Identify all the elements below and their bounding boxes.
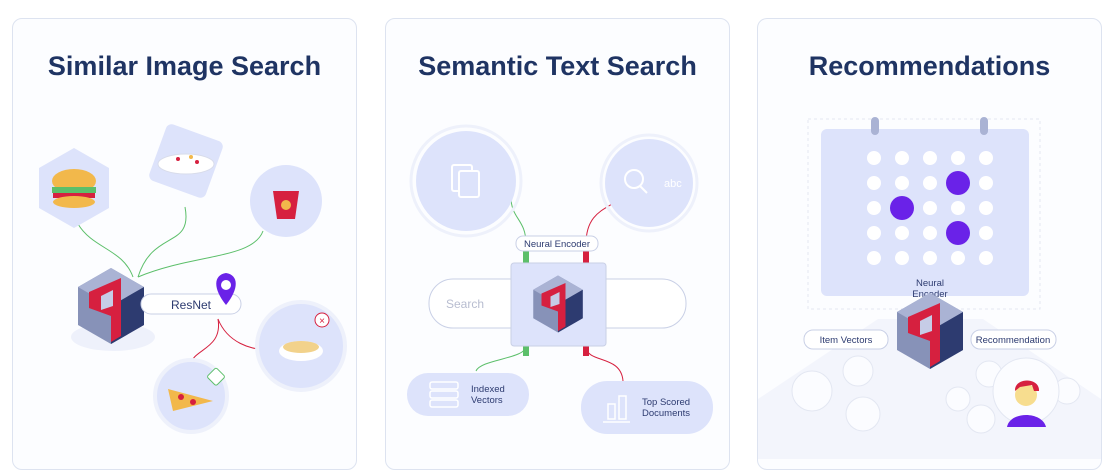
- percent-icon: [945, 386, 971, 412]
- day-dot: [951, 201, 965, 215]
- highlighted-day-dot: [890, 196, 914, 220]
- day-dot: [895, 176, 909, 190]
- day-dot: [979, 226, 993, 240]
- day-dot: [867, 226, 881, 240]
- day-dot: [923, 201, 937, 215]
- semantic-text-illustration: abc Neural Encoder Search Indexed Vector…: [407, 124, 713, 434]
- svg-text:abc: abc: [664, 178, 682, 190]
- svg-text:×: ×: [319, 316, 325, 327]
- resnet-label: ResNet: [171, 298, 212, 312]
- day-dot: [979, 251, 993, 265]
- reject-icon: [314, 312, 330, 328]
- card-title: Recommendations: [808, 51, 1051, 81]
- top-scored-pill: [581, 381, 713, 434]
- svg-text:Item Vectors: Item Vectors: [820, 335, 873, 346]
- svg-text:Recommendation: Recommendation: [976, 335, 1050, 346]
- day-dot: [867, 176, 881, 190]
- shirt-icon: [845, 396, 881, 432]
- item-vectors-pill: [803, 329, 889, 350]
- bar-chart-icon: [603, 395, 630, 423]
- svg-text:Documents: Documents: [642, 408, 690, 419]
- recommendation-pill: [970, 329, 1057, 350]
- card-similar-image-search[interactable]: Similar Image Search ResNet ×: [12, 18, 357, 470]
- day-dot: [951, 151, 965, 165]
- card-semantic-text-search[interactable]: Semantic Text Search abc Neural Encoder …: [385, 18, 730, 470]
- card-title: Similar Image Search: [47, 51, 322, 81]
- day-dot: [895, 226, 909, 240]
- highlighted-day-dot: [946, 221, 970, 245]
- svg-text:Top Scored: Top Scored: [642, 397, 690, 408]
- day-dot: [867, 151, 881, 165]
- recommendations-illustration: Neural Encoder Item Vectors Recommendati…: [758, 117, 1101, 459]
- highlighted-day-dot: [946, 171, 970, 195]
- day-dot: [923, 226, 937, 240]
- day-dot: [979, 151, 993, 165]
- svg-text:Neural: Neural: [916, 278, 944, 289]
- database-icon: [429, 381, 459, 408]
- user-avatar: [1007, 380, 1046, 427]
- day-dot: [867, 251, 881, 265]
- magnifier-icon: [624, 169, 644, 189]
- coins-icon: [842, 355, 874, 387]
- card-title: Semantic Text Search: [418, 51, 697, 81]
- day-dot: [979, 176, 993, 190]
- day-dot: [867, 201, 881, 215]
- day-dot: [923, 251, 937, 265]
- day-dot: [923, 151, 937, 165]
- day-dot: [979, 201, 993, 215]
- car-icon: [791, 370, 833, 412]
- svg-text:Neural Encoder: Neural Encoder: [524, 239, 590, 250]
- neural-encoder-pill: [515, 235, 599, 252]
- search-circle: [605, 139, 693, 227]
- svg-text:Vectors: Vectors: [471, 395, 503, 406]
- indexed-vectors-pill: [407, 373, 529, 416]
- day-dot: [895, 251, 909, 265]
- accept-icon: [207, 367, 225, 386]
- day-dot: [951, 251, 965, 265]
- list-icon: [966, 404, 996, 434]
- svg-text:Search: Search: [446, 297, 484, 311]
- day-dot: [895, 151, 909, 165]
- similar-image-illustration: ResNet ×: [39, 124, 347, 434]
- day-dot: [923, 176, 937, 190]
- card-recommendations[interactable]: Recommendations Neural Encoder Item Vect…: [757, 18, 1102, 470]
- svg-text:Indexed: Indexed: [471, 384, 505, 395]
